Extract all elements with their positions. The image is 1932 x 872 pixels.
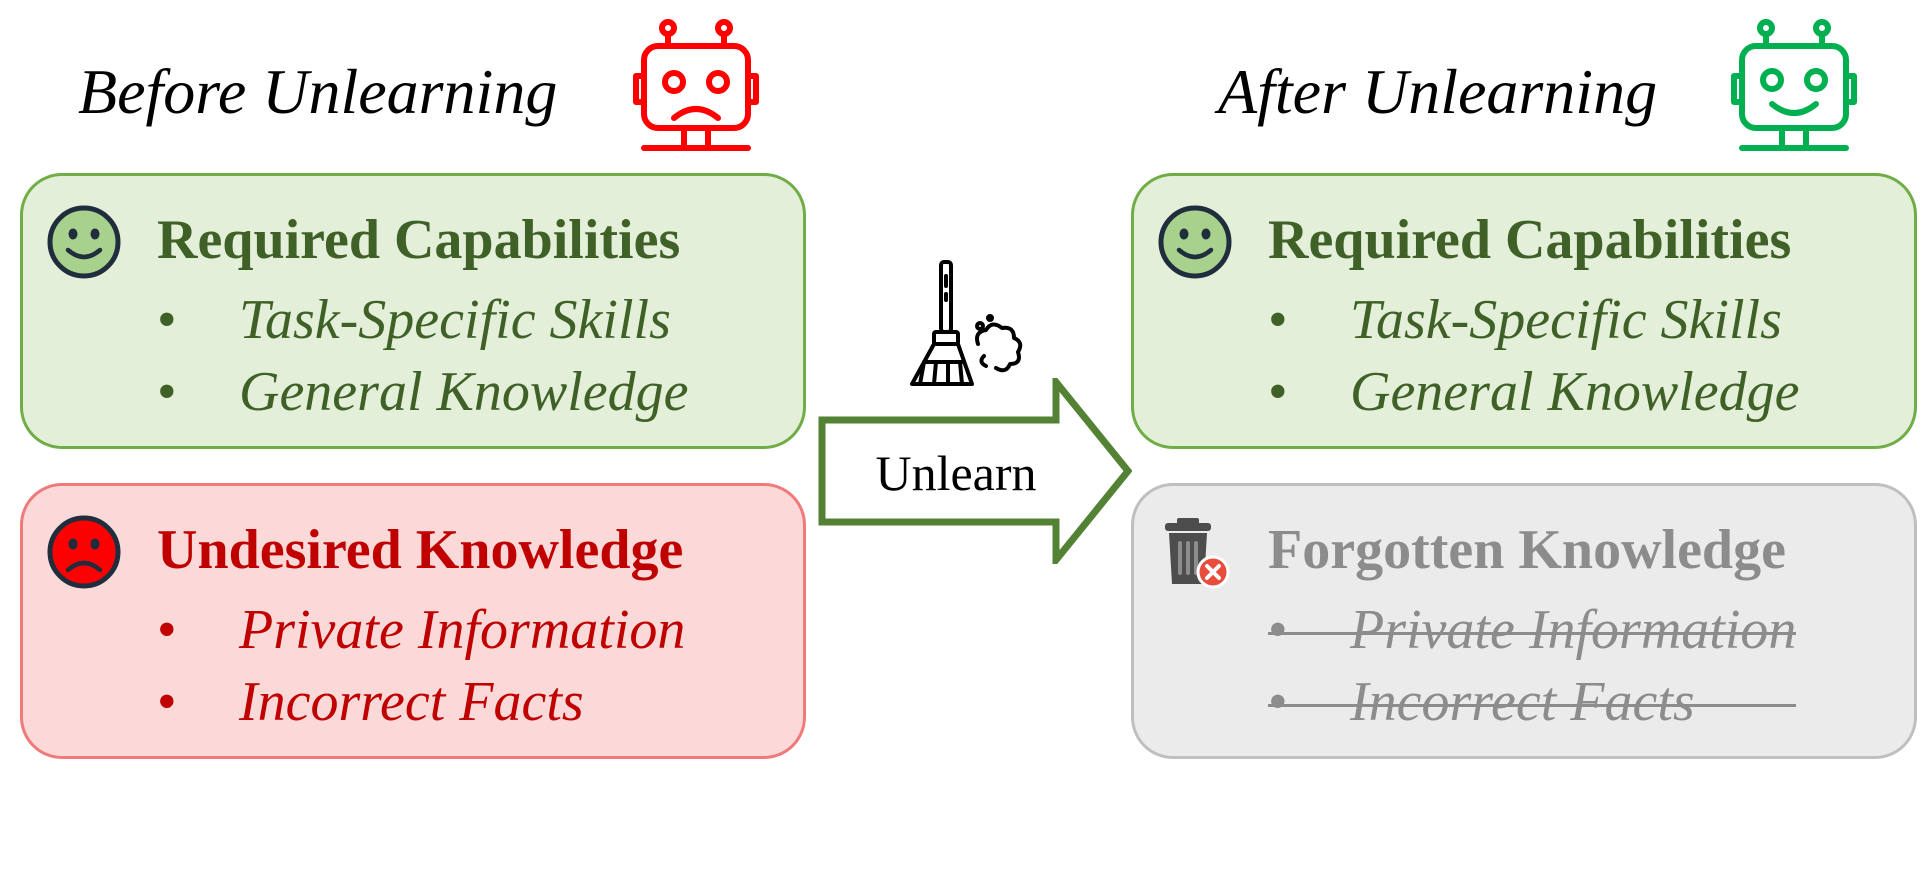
box-title: Required Capabilities [1268,209,1792,271]
frowning-face-icon [47,515,121,589]
after-unlearning-heading: After Unlearning [1218,56,1658,127]
before-unlearning-heading: Before Unlearning [78,56,558,127]
item-text: Task-Specific Skills [239,289,671,351]
list-item-struck: • Incorrect Facts [1268,666,1797,738]
smiley-face-icon [47,205,121,279]
item-text: General Knowledge [239,361,689,423]
item-text: Incorrect Facts [1350,671,1695,733]
bullet-symbol: • [1268,599,1288,661]
after-forgotten-knowledge-box: Forgotten Knowledge • Private Informatio… [1131,483,1917,759]
box-title: Forgotten Knowledge [1268,519,1786,581]
box-title: Required Capabilities [157,209,681,271]
list-item: • Incorrect Facts [157,666,685,738]
bullet-symbol: • [1268,361,1288,423]
happy-robot-icon [1731,19,1857,151]
strikethrough-line [1268,632,1797,635]
smiley-face-icon [1158,205,1232,279]
bullet-list: • Task-Specific Skills • General Knowled… [157,284,688,428]
bullet-symbol: • [157,671,177,733]
list-item: • Private Information [157,594,685,666]
bullet-symbol: • [157,599,177,661]
broom-icon [910,260,1023,386]
after-required-capabilities-box: Required Capabilities • Task-Specific Sk… [1131,173,1917,449]
before-undesired-knowledge-box: Undesired Knowledge • Private Informatio… [20,483,806,759]
list-item: • General Knowledge [1268,356,1799,428]
item-text: Private Information [1350,599,1797,661]
list-item: • General Knowledge [157,356,688,428]
bullet-symbol: • [157,361,177,423]
bullet-list: • Private Information • Incorrect Facts [157,594,685,738]
bullet-symbol: • [1268,671,1288,733]
trash-can-icon [1165,518,1230,589]
item-text: Private Information [239,599,686,661]
bullet-symbol: • [157,289,177,351]
unlearn-arrow [818,378,1132,564]
sad-robot-icon [633,19,759,151]
bullet-list: • Private Information • Incorrect Facts [1268,594,1797,738]
item-text: Incorrect Facts [239,671,584,733]
bullet-list: • Task-Specific Skills • General Knowled… [1268,284,1799,428]
before-required-capabilities-box: Required Capabilities • Task-Specific Sk… [20,173,806,449]
bullet-symbol: • [1268,289,1288,351]
list-item: • Task-Specific Skills [1268,284,1799,356]
box-title: Undesired Knowledge [157,519,684,581]
item-text: Task-Specific Skills [1350,289,1782,351]
list-item-struck: • Private Information [1268,594,1797,666]
list-item: • Task-Specific Skills [157,284,688,356]
item-text: General Knowledge [1350,361,1800,423]
strikethrough-line [1268,704,1797,707]
unlearn-label: Unlearn [875,445,1037,501]
